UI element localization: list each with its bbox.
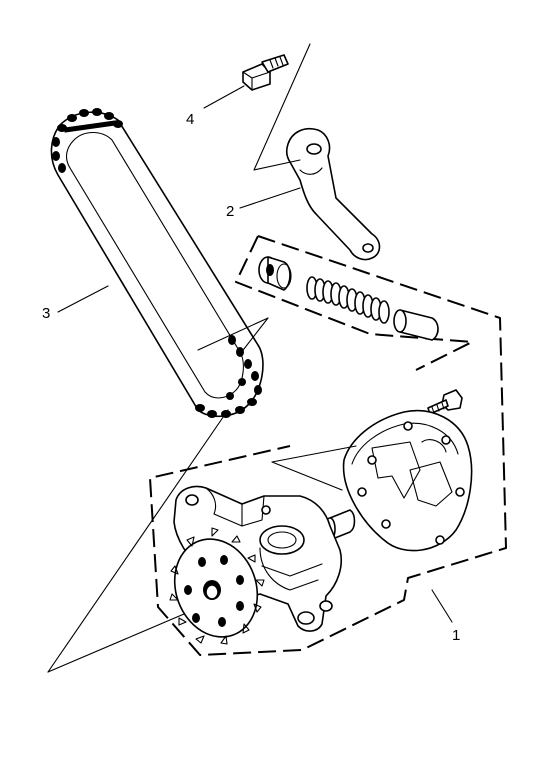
- callout-label-3: 3: [42, 305, 50, 322]
- relief-valve-parts: [258, 256, 439, 341]
- pump-assembly-group-outline: [149, 235, 507, 656]
- callout-2: 2: [226, 187, 301, 220]
- cover-screw: [427, 389, 463, 415]
- callout-1: 1: [431, 589, 460, 644]
- chain-links-top: [52, 108, 123, 173]
- callout-label-1: 1: [452, 627, 460, 644]
- callout-label-4: 4: [186, 111, 194, 128]
- pump-cover: [342, 409, 473, 552]
- pump-body: [173, 485, 342, 632]
- chain-guide-bracket: [285, 128, 381, 261]
- callout-4: 4: [186, 85, 245, 128]
- timing-chain: [50, 108, 264, 418]
- bolt: [242, 54, 289, 91]
- spring: [306, 276, 390, 324]
- callout-label-2: 2: [226, 203, 234, 220]
- callout-3: 3: [42, 285, 109, 322]
- pump-sprocket: [169, 527, 265, 645]
- chain-links-bottom: [195, 335, 262, 418]
- assembly-guide-lines: [47, 43, 357, 673]
